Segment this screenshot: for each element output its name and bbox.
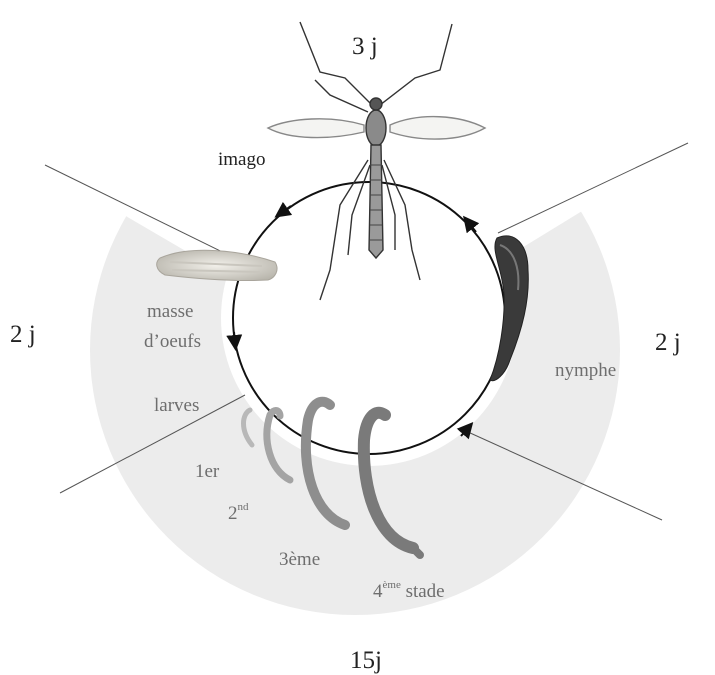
stage-egg-mass-label-line2: d’oeufs bbox=[144, 332, 201, 351]
instar-fourth-suffix: stade bbox=[401, 581, 445, 602]
instar-third-label: 3ème bbox=[279, 550, 320, 569]
instar-second-sup: nd bbox=[238, 501, 249, 513]
stage-larvae-label: larves bbox=[154, 396, 199, 415]
instar-second-base: 2 bbox=[228, 503, 238, 524]
duration-top: 3 j bbox=[352, 34, 378, 59]
duration-left: 2 j bbox=[10, 322, 36, 347]
instar-first-label: 1er bbox=[195, 462, 219, 481]
duration-right: 2 j bbox=[655, 330, 681, 355]
instar-fourth-label: 4ème stade bbox=[373, 582, 445, 601]
duration-bottom: 15j bbox=[350, 648, 382, 673]
cycle-arrow-eggs bbox=[234, 332, 235, 343]
stage-pupa-label: nymphe bbox=[555, 361, 616, 380]
stage-egg-mass-label-line1: masse bbox=[147, 302, 193, 321]
stage-imago-label: imago bbox=[218, 150, 266, 169]
instar-fourth-sup: ème bbox=[383, 579, 401, 591]
instar-second-label: 2nd bbox=[228, 504, 249, 523]
instar-fourth-base: 4 bbox=[373, 581, 383, 602]
